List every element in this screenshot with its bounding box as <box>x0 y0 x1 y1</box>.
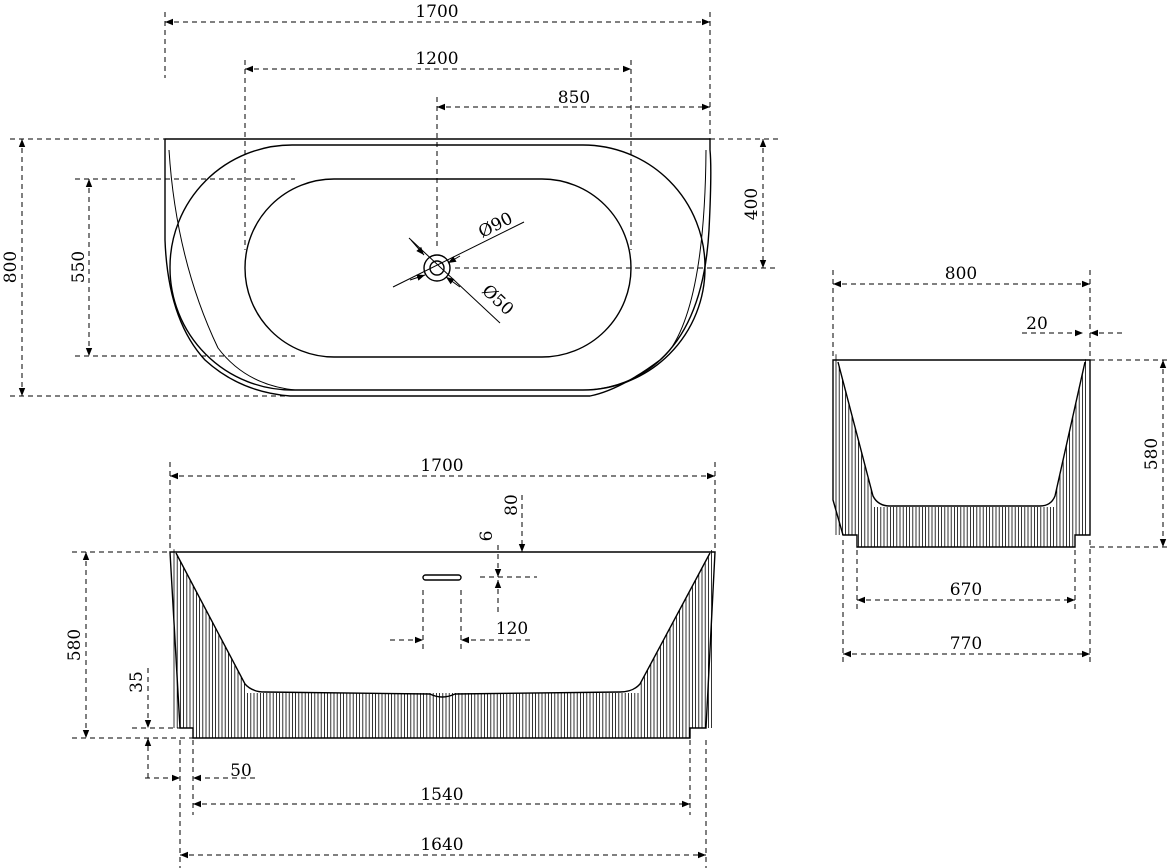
dim-front-6: 6 <box>477 531 497 542</box>
dim-side-770: 770 <box>950 634 982 654</box>
front-view: 1700 580 35 80 6 120 50 1540 1640 <box>65 456 716 868</box>
dim-front-80: 80 <box>502 494 522 516</box>
side-view-outline <box>832 359 1091 548</box>
drain-outer-circle <box>423 254 451 282</box>
dim-side-670: 670 <box>950 580 982 600</box>
dim-overflow-dia: Ø90 <box>475 209 516 243</box>
front-view-outline <box>169 551 716 739</box>
top-view-fluted-edge <box>168 149 707 391</box>
dim-side-20: 20 <box>1026 314 1048 334</box>
dim-top-800: 800 <box>1 251 21 283</box>
dim-drain-dia: Ø50 <box>478 281 518 320</box>
dim-front-580: 580 <box>65 629 85 661</box>
dim-front-35: 35 <box>127 671 147 693</box>
side-view-fluting <box>835 354 1086 547</box>
dim-top-1200: 1200 <box>415 49 458 69</box>
side-view: 800 20 580 670 770 <box>832 264 1171 665</box>
front-view-bowl-profile <box>175 552 711 698</box>
side-view-bowl-profile <box>837 361 1086 507</box>
dim-top-850: 850 <box>558 88 590 108</box>
top-view: 1700 1200 850 800 550 400 Ø90 Ø50 <box>1 2 778 397</box>
overflow-slot <box>422 574 462 581</box>
drain-inner-circle <box>429 260 445 276</box>
dim-front-1700: 1700 <box>420 456 463 476</box>
dim-top-550: 550 <box>69 251 89 283</box>
dim-front-50: 50 <box>230 761 252 781</box>
dim-side-800: 800 <box>945 264 977 284</box>
front-view-fluting <box>173 549 712 738</box>
dim-front-1540: 1540 <box>420 785 463 805</box>
dim-front-1640: 1640 <box>420 835 463 855</box>
dim-top-400: 400 <box>742 188 762 220</box>
dim-side-580: 580 <box>1142 438 1162 470</box>
dim-top-1700: 1700 <box>415 2 458 22</box>
dim-front-120: 120 <box>496 619 528 639</box>
